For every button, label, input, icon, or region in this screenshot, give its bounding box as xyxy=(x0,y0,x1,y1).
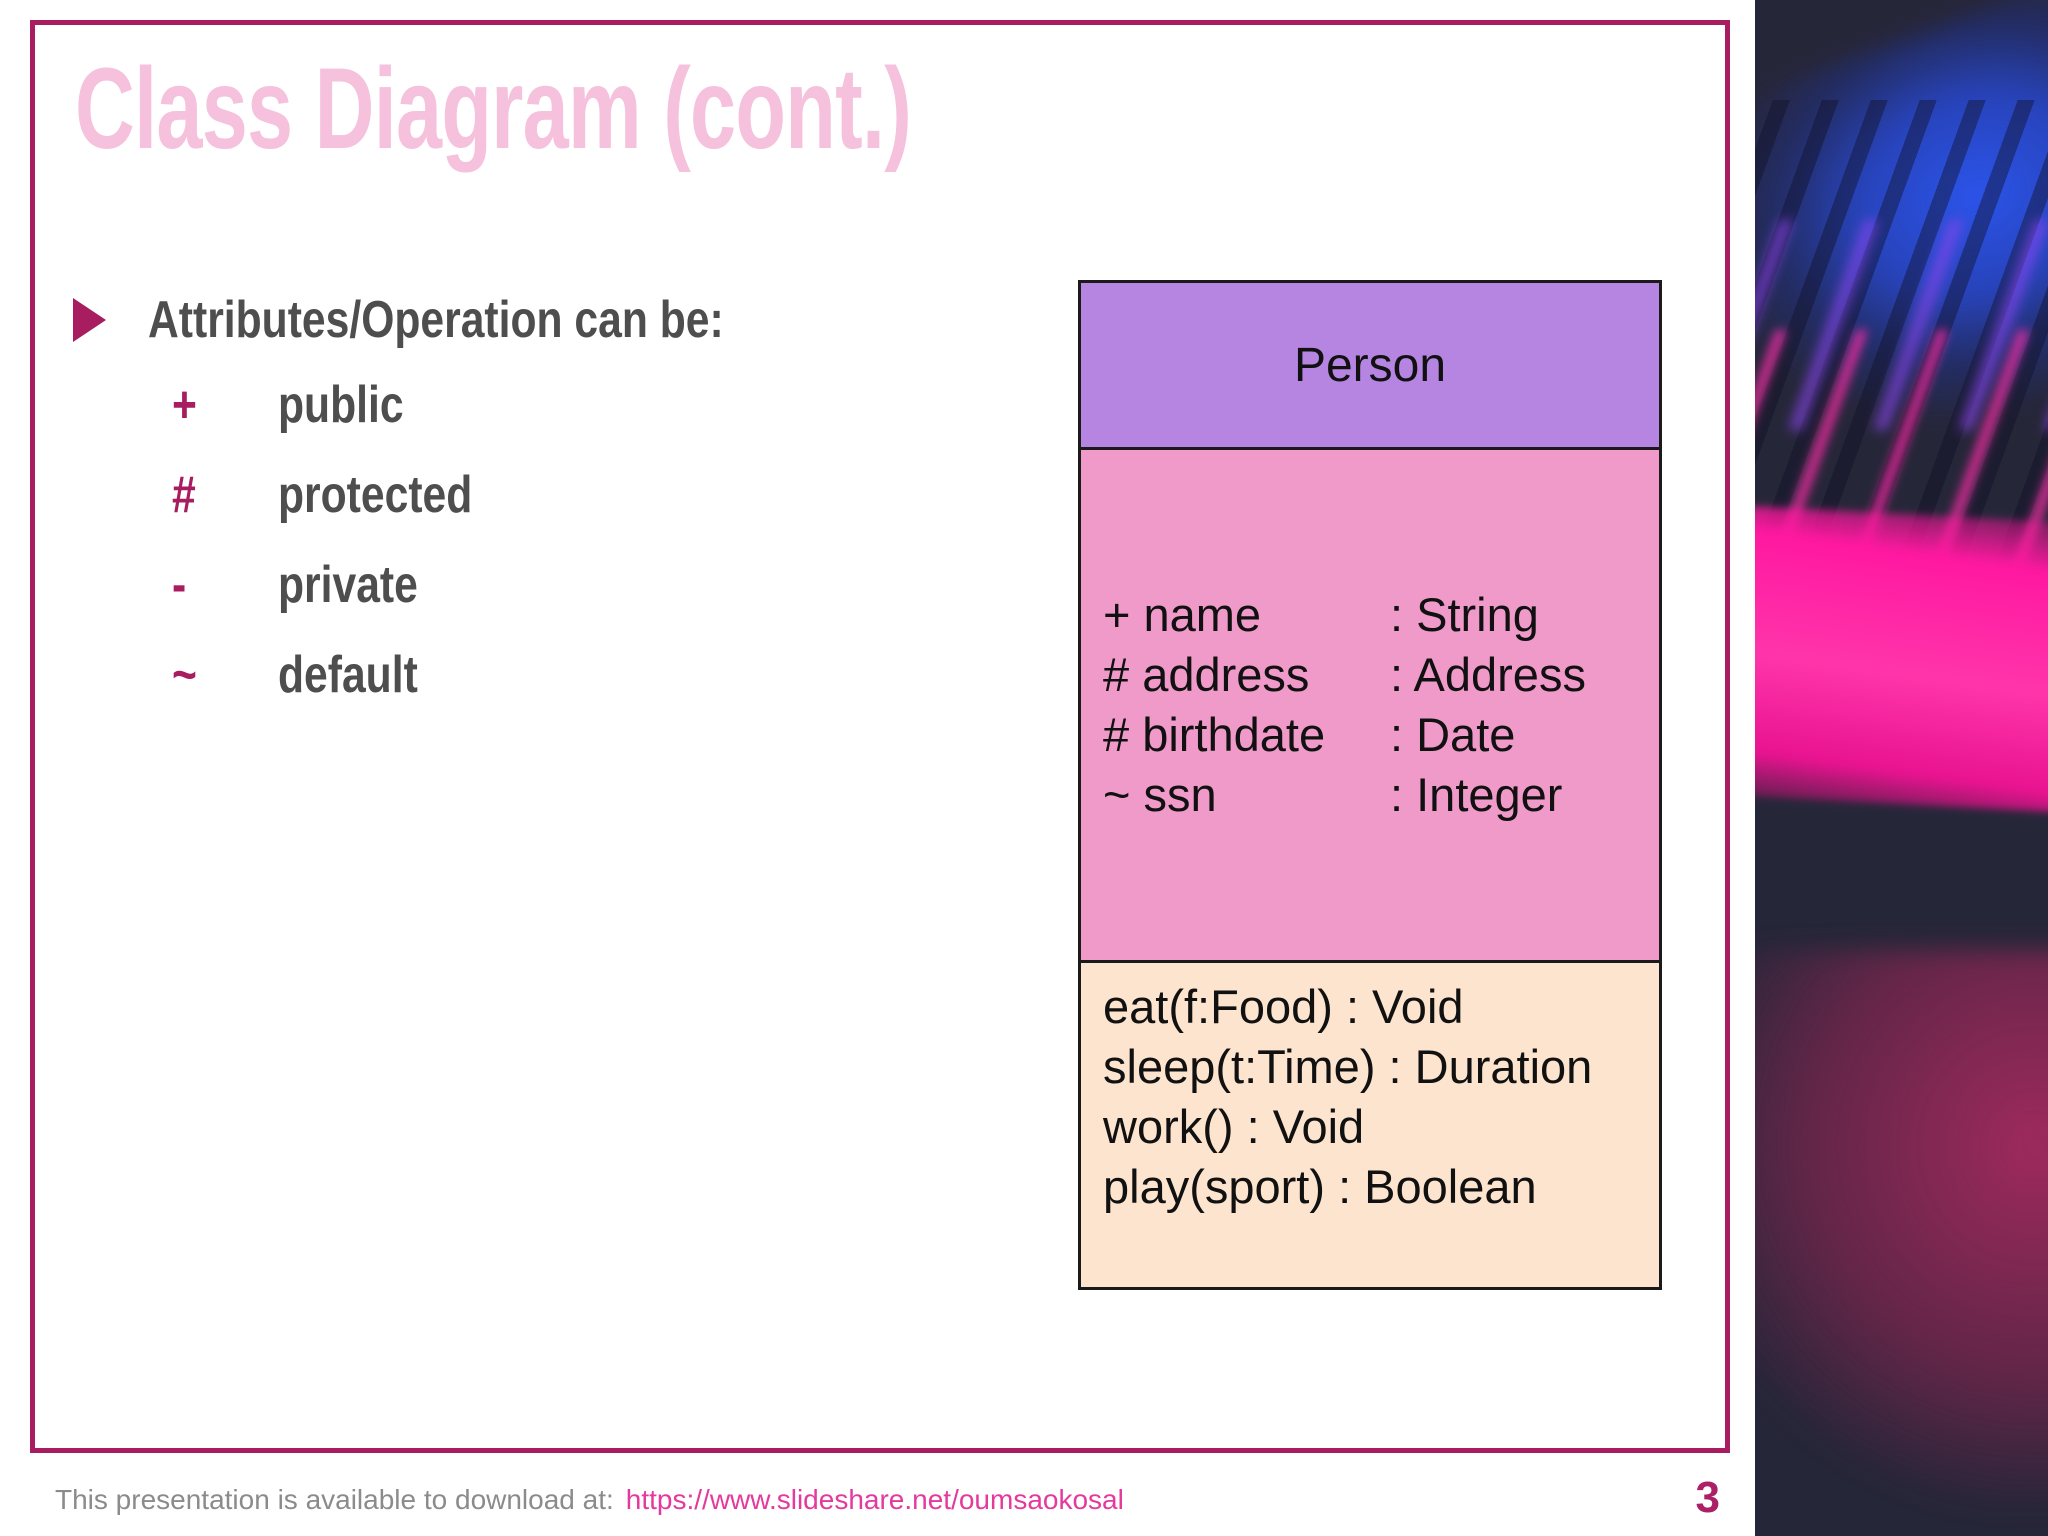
visibility-label: protected xyxy=(278,466,473,524)
uml-attribute-row: # address : Address xyxy=(1103,645,1659,705)
list-item-default: ~ default xyxy=(172,643,515,707)
attribute-type: : Address xyxy=(1390,648,1586,701)
list-item-public: + public xyxy=(172,373,515,437)
visibility-symbol: + xyxy=(172,376,197,434)
attribute-member: ~ ssn xyxy=(1103,768,1217,821)
visibility-label: public xyxy=(278,376,404,434)
list-item-protected: # protected xyxy=(172,463,515,527)
visibility-label: private xyxy=(278,556,418,614)
page-number: 3 xyxy=(1695,1473,1720,1522)
footer-note: This presentation is available to downlo… xyxy=(55,1480,1124,1520)
attribute-member: # address xyxy=(1103,648,1310,701)
attribute-type: : Date xyxy=(1390,708,1516,761)
uml-attributes-section: + name : String # address : Address # bi… xyxy=(1081,450,1659,963)
visibility-label: default xyxy=(278,646,418,704)
photo-maroon-glow-layer xyxy=(1755,950,2048,1510)
visibility-symbol: - xyxy=(172,556,187,614)
page-title: Class Diagram (cont.) xyxy=(75,45,912,173)
keyboard-photo xyxy=(1755,0,2048,1536)
photo-pink-band-layer xyxy=(1755,503,2048,817)
uml-attribute-row: ~ ssn : Integer xyxy=(1103,765,1659,825)
footer-link[interactable]: https://www.slideshare.net/oumsaokosal xyxy=(625,1484,1124,1515)
attribute-type: : Integer xyxy=(1390,768,1563,821)
attribute-member: # birthdate xyxy=(1103,708,1326,761)
attribute-member: + name xyxy=(1103,588,1262,641)
attribute-type: : String xyxy=(1390,588,1539,641)
uml-class-name: Person xyxy=(1081,283,1659,450)
visibility-list: + public # protected - private ~ default xyxy=(172,373,515,733)
slide-border-frame xyxy=(30,20,1730,1453)
visibility-symbol: ~ xyxy=(172,646,197,704)
uml-class-box: Person + name : String # address : Addre… xyxy=(1078,280,1662,1290)
visibility-symbol: # xyxy=(172,466,196,524)
uml-operation-row: sleep(t:Time) : Duration xyxy=(1103,1040,1593,1093)
uml-attribute-row: # birthdate : Date xyxy=(1103,705,1659,765)
uml-operation-row: play(sport) : Boolean xyxy=(1103,1160,1537,1213)
triangle-bullet-icon xyxy=(73,298,106,342)
footer-text: This presentation is available to downlo… xyxy=(55,1484,614,1515)
bullet-heading-row: Attributes/Operation can be: xyxy=(73,288,850,352)
uml-operations-section: eat(f:Food) : Void sleep(t:Time) : Durat… xyxy=(1081,963,1659,1287)
uml-operation-row: eat(f:Food) : Void xyxy=(1103,980,1464,1033)
uml-operation-row: work() : Void xyxy=(1103,1100,1365,1153)
uml-attribute-row: + name : String xyxy=(1103,585,1659,645)
list-item-private: - private xyxy=(172,553,515,617)
bullet-heading-label: Attributes/Operation can be: xyxy=(148,291,724,349)
